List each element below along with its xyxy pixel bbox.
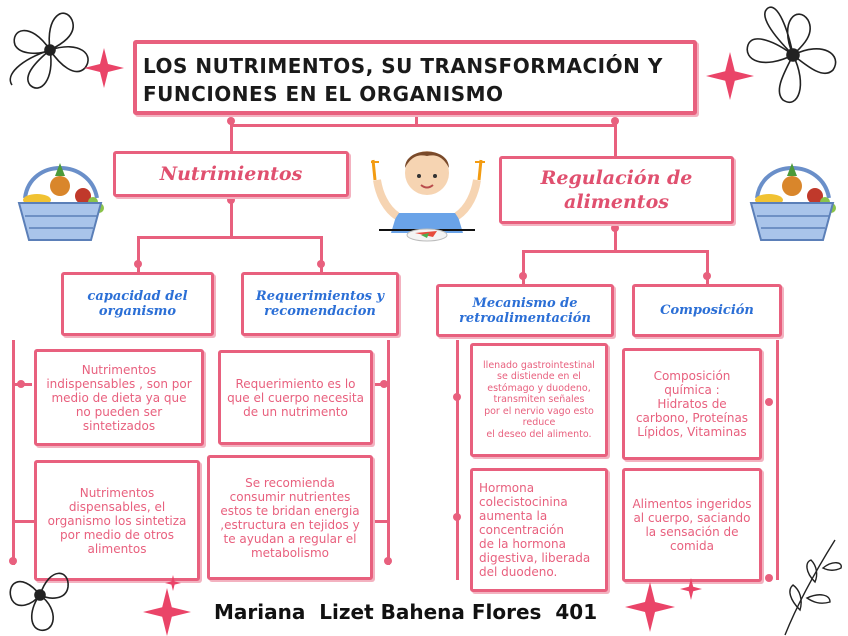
node-capacidad-label: capacidad del organismo [74, 289, 201, 319]
flower-icon [738, 0, 848, 120]
side-rail-tick [372, 520, 389, 523]
sparkle-icon [84, 48, 124, 88]
connector-dot [611, 117, 619, 125]
content-llenado-text: llenado gastrointestinal se distiende en… [483, 360, 595, 441]
connector-dot [384, 557, 392, 565]
content-requerimiento: Requerimiento es lo que el cuerpo necesi… [218, 350, 373, 445]
side-rail-tick [12, 520, 34, 523]
content-hormona-text: Hormona colecistocinina aumenta la conce… [479, 481, 590, 579]
connector-dot [453, 393, 461, 401]
fruit-basket-icon [15, 158, 107, 243]
flower-icon [0, 545, 80, 636]
side-rail [456, 340, 459, 580]
node-requerimientos: Requerimientos y recomendacion [241, 272, 399, 336]
author-name: Mariana Lizet Bahena Flores 401 [214, 600, 597, 624]
connector-dot [317, 260, 325, 268]
content-alimentos-ingeridos: Alimentos ingeridos al cuerpo, saciando … [622, 468, 762, 582]
connector-dot [765, 574, 773, 582]
sparkle-icon [143, 588, 191, 636]
content-composicion-quimica-text: Composición química : Hidratos de carbon… [636, 369, 748, 439]
node-regulacion-label: Regulación de alimentos [512, 166, 721, 214]
connector-dot [380, 380, 388, 388]
sparkle-icon [165, 575, 181, 591]
flower-icon [775, 530, 848, 636]
content-recomienda-text: Se recomienda consumir nutrientes estos … [220, 476, 359, 560]
node-capacidad: capacidad del organismo [61, 272, 214, 336]
content-hormona: Hormona colecistocinina aumenta la conce… [470, 468, 608, 592]
node-nutrimientos: Nutrimientos [113, 151, 349, 197]
sparkle-icon [625, 582, 675, 632]
title-box: LOS NUTRIMENTOS, SU TRANSFORMACIÓN Y FUN… [133, 40, 697, 115]
connector [137, 236, 323, 239]
side-rail [387, 340, 390, 565]
content-indispensables-text: Nutrimentos indispensables , son por med… [46, 363, 191, 433]
connector-dot [227, 117, 235, 125]
connector-dot [703, 272, 711, 280]
connector-dot [765, 398, 773, 406]
page-title: LOS NUTRIMENTOS, SU TRANSFORMACIÓN Y FUN… [143, 52, 693, 108]
sparkle-icon [706, 52, 754, 100]
node-composicion: Composición [632, 284, 782, 337]
node-mecanismo-label: Mecanismo de retroalimentación [443, 296, 607, 326]
content-recomienda: Se recomienda consumir nutrientes estos … [207, 455, 373, 580]
connector [415, 115, 418, 125]
connector [230, 124, 615, 127]
content-llenado: llenado gastrointestinal se distiende en… [470, 343, 608, 457]
content-indispensables: Nutrimentos indispensables , son por med… [34, 349, 204, 446]
connector-dot [227, 196, 235, 204]
node-regulacion: Regulación de alimentos [499, 156, 734, 224]
connector [614, 124, 617, 158]
node-requerimientos-label: Requerimientos y recomendacion [250, 289, 390, 319]
connector-dot [134, 260, 142, 268]
connector [230, 124, 233, 152]
connector-dot [453, 513, 461, 521]
node-nutrimientos-label: Nutrimientos [160, 163, 303, 185]
content-requerimiento-text: Requerimiento es lo que el cuerpo necesi… [227, 377, 364, 419]
boy-eating-icon [365, 138, 490, 250]
side-rail [12, 340, 15, 565]
sparkle-icon [680, 578, 702, 600]
fruit-basket-icon [747, 158, 839, 243]
content-alimentos-ingeridos-text: Alimentos ingeridos al cuerpo, saciando … [632, 497, 751, 553]
connector-dot [519, 272, 527, 280]
content-composicion-quimica: Composición química : Hidratos de carbon… [622, 348, 762, 460]
connector-dot [611, 224, 619, 232]
connector-dot [17, 380, 25, 388]
node-mecanismo: Mecanismo de retroalimentación [436, 284, 614, 337]
connector [522, 250, 709, 253]
node-composicion-label: Composición [660, 303, 754, 318]
